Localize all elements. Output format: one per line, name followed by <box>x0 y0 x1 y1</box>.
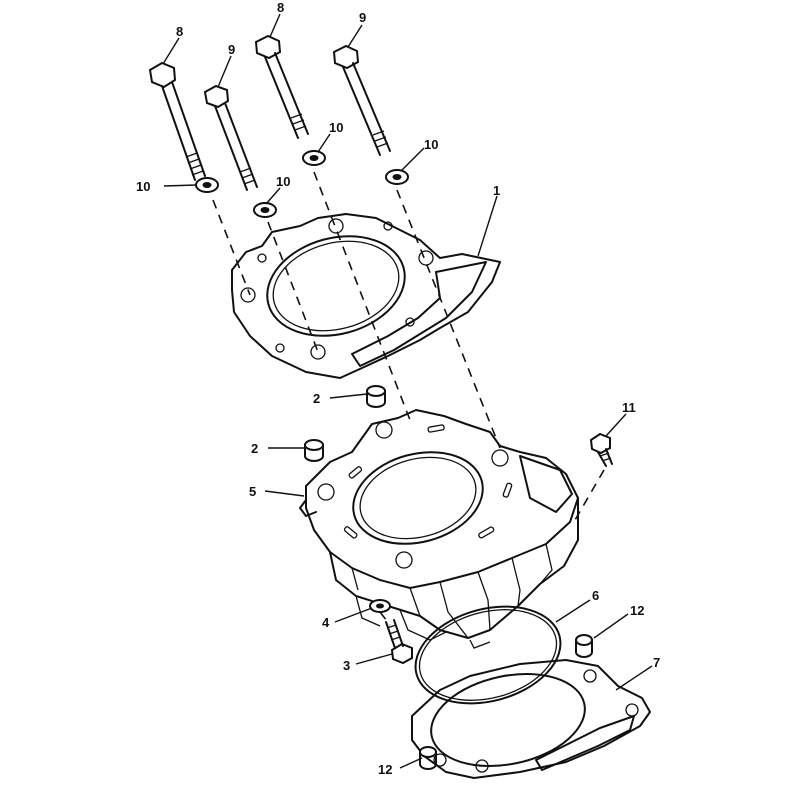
head-bolt-8-right <box>254 34 309 139</box>
dowel-pin-12-upper <box>575 634 593 658</box>
dowel-pin-2-upper <box>366 385 386 408</box>
dowel-pin-12-lower <box>419 746 437 770</box>
callout-9-left: 9 <box>228 42 235 57</box>
callout-8-left: 8 <box>176 24 183 39</box>
callout-1: 1 <box>493 183 500 198</box>
o-ring-6 <box>414 605 562 705</box>
bolt-11 <box>589 432 613 467</box>
washer-10-b <box>253 202 277 218</box>
callout-2-lower: 2 <box>251 441 258 456</box>
callout-6: 6 <box>592 588 599 603</box>
cylinder-head-gasket <box>231 213 501 379</box>
callout-4: 4 <box>322 615 330 630</box>
head-bolt-9-left <box>203 84 258 191</box>
callout-8-right: 8 <box>277 0 284 15</box>
head-bolt-8-left <box>148 61 206 181</box>
bolt-3 <box>385 619 413 665</box>
callout-3: 3 <box>343 658 350 673</box>
callout-7: 7 <box>653 655 660 670</box>
callout-10-a: 10 <box>136 179 150 194</box>
washer-10-a <box>195 177 219 193</box>
callout-11: 11 <box>622 400 636 415</box>
callout-2-upper: 2 <box>313 391 320 406</box>
callout-labels: 1 2 2 3 4 5 6 7 8 8 9 9 10 10 10 10 11 1… <box>136 0 660 777</box>
callout-5: 5 <box>249 484 256 499</box>
callout-12-upper: 12 <box>630 603 644 618</box>
washer-4 <box>369 599 391 613</box>
alignment-lines <box>212 171 605 626</box>
cylinder-block <box>299 409 579 649</box>
callout-9-right: 9 <box>359 10 366 25</box>
callout-10-b: 10 <box>276 174 290 189</box>
callout-12-lower: 12 <box>378 762 392 777</box>
dowel-pin-2-lower <box>304 439 324 462</box>
callout-10-d: 10 <box>424 137 438 152</box>
cylinder-base-gasket <box>411 659 651 779</box>
callout-10-c: 10 <box>329 120 343 135</box>
head-bolt-9-right <box>332 44 391 156</box>
washer-10-c <box>302 150 326 166</box>
washer-10-d <box>385 169 409 185</box>
callout-leaders <box>162 13 653 769</box>
